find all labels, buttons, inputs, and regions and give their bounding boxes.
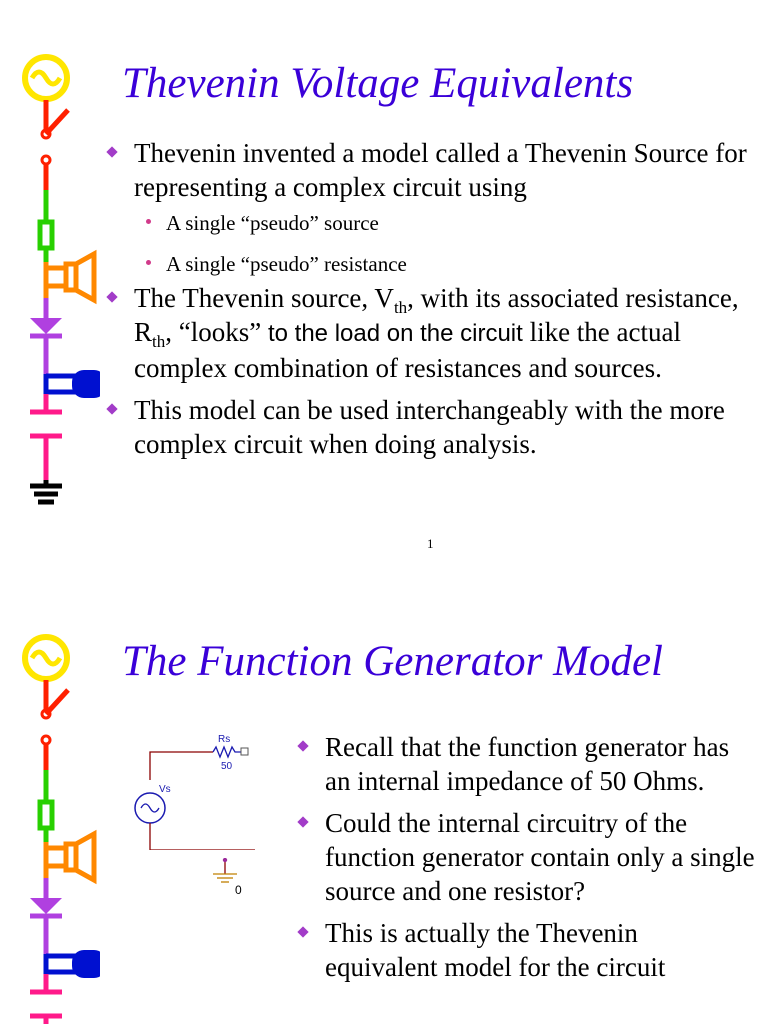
diamond-bullet-icon xyxy=(106,291,118,303)
ac-source-icon xyxy=(22,634,70,682)
diamond-bullet-icon xyxy=(297,926,309,938)
bullet-text: Thevenin invented a model called a Theve… xyxy=(134,138,747,202)
bullet-text: This model can be used interchangeably w… xyxy=(134,395,725,459)
subscript-th: th xyxy=(152,332,166,351)
bullet-item: This model can be used interchangeably w… xyxy=(104,393,754,461)
diamond-bullet-icon xyxy=(106,403,118,415)
diamond-bullet-icon xyxy=(297,816,309,828)
diode-icon xyxy=(30,898,62,914)
wire xyxy=(149,751,213,780)
bullet-item: Thevenin invented a model called a Theve… xyxy=(104,136,754,277)
circuit-decoration-strip xyxy=(22,634,100,1024)
bullet-text: This is actually the Thevenin equivalent… xyxy=(325,918,666,982)
slide-2: The Function Generator Model Rs 50 Vs 0 … xyxy=(0,580,768,1024)
sine-wave-icon xyxy=(140,803,160,813)
sub-bullet-item: A single “pseudo” source xyxy=(134,210,754,236)
function-generator-schematic: Rs 50 Vs xyxy=(134,734,255,850)
diamond-bullet-icon xyxy=(297,740,309,752)
bullet-text: Could the internal circuitry of the func… xyxy=(325,808,755,906)
ground-symbol: 0 xyxy=(213,858,242,897)
dot-bullet-icon xyxy=(146,219,151,224)
sub-bullet-list: A single “pseudo” source A single “pseud… xyxy=(134,210,754,277)
bullet-item: This is actually the Thevenin equivalent… xyxy=(295,916,755,984)
resistor-value-label: 50 xyxy=(221,761,233,772)
diode-icon xyxy=(30,318,62,334)
sine-wave-icon xyxy=(29,649,63,667)
resistor-name-label: Rs xyxy=(218,734,230,745)
switch-icon xyxy=(40,708,52,720)
slide-title: The Function Generator Model xyxy=(122,638,663,685)
slide-title: Thevenin Voltage Equivalents xyxy=(122,60,634,107)
dot-bullet-icon xyxy=(146,260,151,265)
bullet-item: Could the internal circuitry of the func… xyxy=(295,806,755,908)
sub-bullet-text: A single “pseudo” source xyxy=(166,211,379,235)
bullet-list: Thevenin invented a model called a Theve… xyxy=(104,136,754,461)
bullet-text: Recall that the function generator has a… xyxy=(325,732,730,796)
bullet-item: The Thevenin source, Vth, with its assoc… xyxy=(104,281,754,385)
bullet-item: Recall that the function generator has a… xyxy=(295,730,755,798)
ground-label: 0 xyxy=(235,883,242,897)
switch-icon xyxy=(40,128,52,140)
output-terminal-icon xyxy=(240,747,249,756)
circuit-decoration-strip xyxy=(22,54,100,505)
bullet-list: Recall that the function generator has a… xyxy=(295,730,755,984)
slide-1: Thevenin Voltage Equivalents Thevenin in… xyxy=(22,54,754,551)
source-name-label: Vs xyxy=(159,784,171,795)
sub-bullet-text: A single “pseudo” resistance xyxy=(166,252,407,276)
resistor-icon xyxy=(37,219,55,251)
resistor-icon xyxy=(37,799,55,831)
sine-wave-icon xyxy=(29,69,63,87)
sub-bullet-item: A single “pseudo” resistance xyxy=(134,251,754,277)
resistor-symbol-icon xyxy=(212,745,241,759)
page-number: 1 xyxy=(427,536,434,551)
ac-source-icon xyxy=(22,54,70,102)
lamp-icon xyxy=(72,370,100,398)
bullet-text: The Thevenin source, Vth, with its assoc… xyxy=(134,283,739,383)
subscript-th: th xyxy=(393,298,408,317)
diamond-bullet-icon xyxy=(106,146,118,158)
lamp-icon xyxy=(72,950,100,978)
